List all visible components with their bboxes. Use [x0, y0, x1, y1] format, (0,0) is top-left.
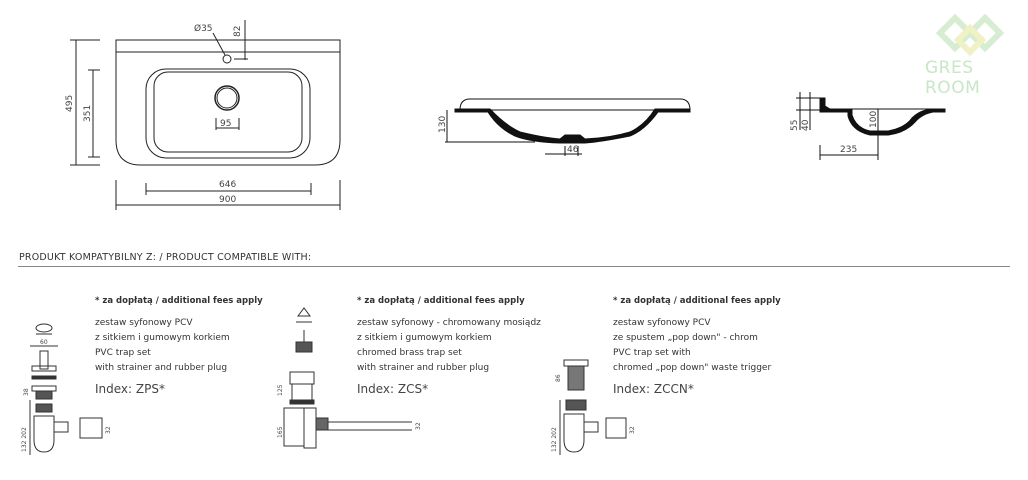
- product-zps: * za dopłatą / additional fees apply zes…: [95, 294, 263, 397]
- zps-dim-38: 38: [23, 388, 30, 396]
- desc-line: with strainer and rubber plug: [357, 363, 490, 373]
- desc-line: ze spustem „pop down" - chrom: [613, 333, 758, 343]
- dim-section-depth: 100: [869, 111, 879, 128]
- desc-line: PVC trap set with: [613, 348, 691, 358]
- zcs-dim-165: 165: [277, 426, 284, 438]
- tap-hole: [222, 54, 232, 64]
- zps-dim-height: 132 202: [21, 427, 28, 452]
- product-index: Index: ZPS*: [95, 382, 165, 396]
- fee-note: * za dopłatą / additional fees apply: [95, 296, 263, 306]
- drain-circle: [214, 85, 240, 111]
- gres-room-logo: [935, 13, 1005, 57]
- zps-dim-60: 60: [40, 339, 48, 346]
- desc-line: PVC trap set: [95, 348, 151, 358]
- dim-drain: 95: [220, 119, 231, 129]
- product-zccn: * za dopłatą / additional fees apply zes…: [613, 294, 781, 397]
- dim-side-drain: 46: [567, 145, 579, 155]
- zps-dim-32: 32: [105, 426, 112, 434]
- fee-note: * za dopłatą / additional fees apply: [357, 296, 525, 306]
- dim-section-offset: 235: [840, 145, 857, 155]
- sink-section-view: [796, 92, 946, 160]
- dim-depth-total: 495: [65, 95, 75, 112]
- dim-hole-offset: 82: [233, 26, 243, 37]
- dim-depth-basin: 351: [83, 105, 93, 122]
- dim-width: 900: [219, 195, 236, 205]
- sink-side-view: [445, 98, 691, 156]
- product-index: Index: ZCS*: [357, 382, 429, 396]
- dim-basin-width: 646: [219, 180, 236, 190]
- logo-text: GRES ROOM: [925, 58, 981, 98]
- fee-note: * za dopłatą / additional fees apply: [613, 296, 781, 306]
- desc-line: chromed brass trap set: [357, 348, 462, 358]
- sink-top-view: [70, 20, 341, 210]
- product-zcs: * za dopłatą / additional fees apply zes…: [357, 294, 541, 397]
- compatible-title: PRODUKT KOMPATYBILNY Z: / PRODUCT COMPAT…: [19, 252, 312, 263]
- zcs-dim-32: 32: [415, 422, 422, 430]
- product-index: Index: ZCCN*: [613, 382, 694, 396]
- zccn-dim-86: 86: [555, 374, 562, 382]
- zccn-dim-height: 132 202: [551, 427, 558, 452]
- desc-line: z sitkiem i gumowym korkiem: [357, 333, 492, 343]
- desc-line: z sitkiem i gumowym korkiem: [95, 333, 230, 343]
- dim-side-height: 130: [438, 116, 448, 133]
- desc-line: zestaw syfonowy - chromowany mosiądz: [357, 318, 541, 328]
- dim-hole: Ø35: [194, 23, 213, 34]
- dim-section-a: 55: [790, 120, 800, 131]
- trap-zps-drawing: [29, 323, 103, 455]
- desc-line: chromed „pop down" waste trigger: [613, 363, 772, 373]
- zccn-dim-32: 32: [629, 426, 636, 434]
- trap-zccn-drawing: [559, 359, 627, 455]
- zcs-dim-125: 125: [277, 384, 284, 396]
- divider: [18, 266, 1010, 267]
- trap-zcs-drawing: [283, 307, 412, 449]
- desc-line: with strainer and rubber plug: [95, 363, 228, 373]
- dim-section-b: 40: [801, 119, 811, 131]
- desc-line: zestaw syfonowy PCV: [95, 318, 193, 328]
- desc-line: zestaw syfonowy PCV: [613, 318, 711, 328]
